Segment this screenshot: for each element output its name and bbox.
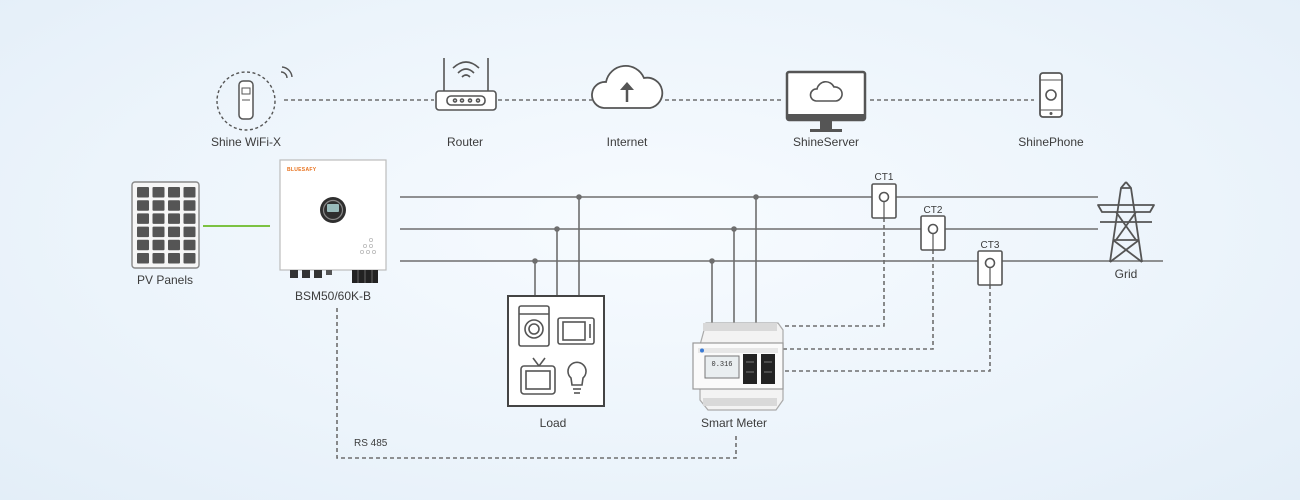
ct2-label: CT2 — [923, 205, 943, 216]
meter-display: 0.316 — [711, 361, 733, 369]
tv-icon — [520, 357, 556, 395]
pv-cell — [183, 187, 196, 198]
pv-cell — [168, 187, 180, 198]
pv-cell — [152, 239, 165, 251]
microwave-icon — [557, 317, 595, 345]
internet-label: Internet — [606, 135, 648, 149]
pv-cell — [168, 213, 180, 224]
inverter-icon — [279, 159, 387, 283]
ct-signal-lines — [783, 218, 991, 372]
rs485-cable — [336, 308, 737, 459]
rs485-label: RS 485 — [354, 438, 388, 449]
pv-cell — [152, 200, 165, 211]
ct3-label: CT3 — [980, 240, 1000, 251]
load-panel — [507, 295, 605, 407]
pylon-icon — [1097, 181, 1155, 263]
pv-cell — [137, 226, 149, 238]
wifi-stick-icon — [216, 66, 293, 131]
load-label: Load — [539, 416, 567, 430]
meter-label: Smart Meter — [700, 416, 768, 430]
pv-cell — [183, 213, 196, 224]
pv-cell — [152, 226, 165, 238]
router-label: Router — [446, 135, 484, 149]
pv-cell — [183, 226, 196, 238]
ct-clamp-icon — [871, 183, 1003, 286]
pv-cell — [137, 253, 149, 264]
server-label: ShineServer — [792, 135, 860, 149]
pv-cell — [168, 239, 180, 251]
solar-panel-icon — [131, 181, 200, 269]
monitor-cloud-icon — [785, 70, 867, 132]
grid-label: Grid — [1114, 267, 1138, 281]
pv-cell — [137, 213, 149, 224]
phone-label: ShinePhone — [1018, 135, 1084, 149]
pv-cell — [183, 200, 196, 211]
pv-cell — [137, 239, 149, 251]
pv-cell — [168, 200, 180, 211]
pv-label: PV Panels — [136, 273, 194, 287]
inverter-label: BSM50/60K-B — [294, 289, 372, 303]
wifi-label: Shine WiFi-X — [210, 135, 282, 149]
pv-cell — [152, 213, 165, 224]
junction-dots — [532, 194, 759, 264]
router-icon — [435, 58, 497, 111]
pv-cell — [137, 187, 149, 198]
pv-cell — [183, 253, 196, 264]
lightbulb-icon — [567, 361, 587, 394]
washer-icon — [518, 305, 550, 347]
pv-cell — [152, 187, 165, 198]
smart-meter-icon — [692, 322, 784, 411]
pv-cell — [183, 239, 196, 251]
ct1-label: CT1 — [874, 172, 894, 183]
pv-cell — [168, 226, 180, 238]
pv-cell — [152, 253, 165, 264]
inverter-brand: BLUESAFY — [287, 167, 317, 173]
pv-cell — [137, 200, 149, 211]
cloud-upload-icon — [591, 65, 664, 109]
pv-cell — [168, 253, 180, 264]
smartphone-icon — [1039, 72, 1063, 118]
